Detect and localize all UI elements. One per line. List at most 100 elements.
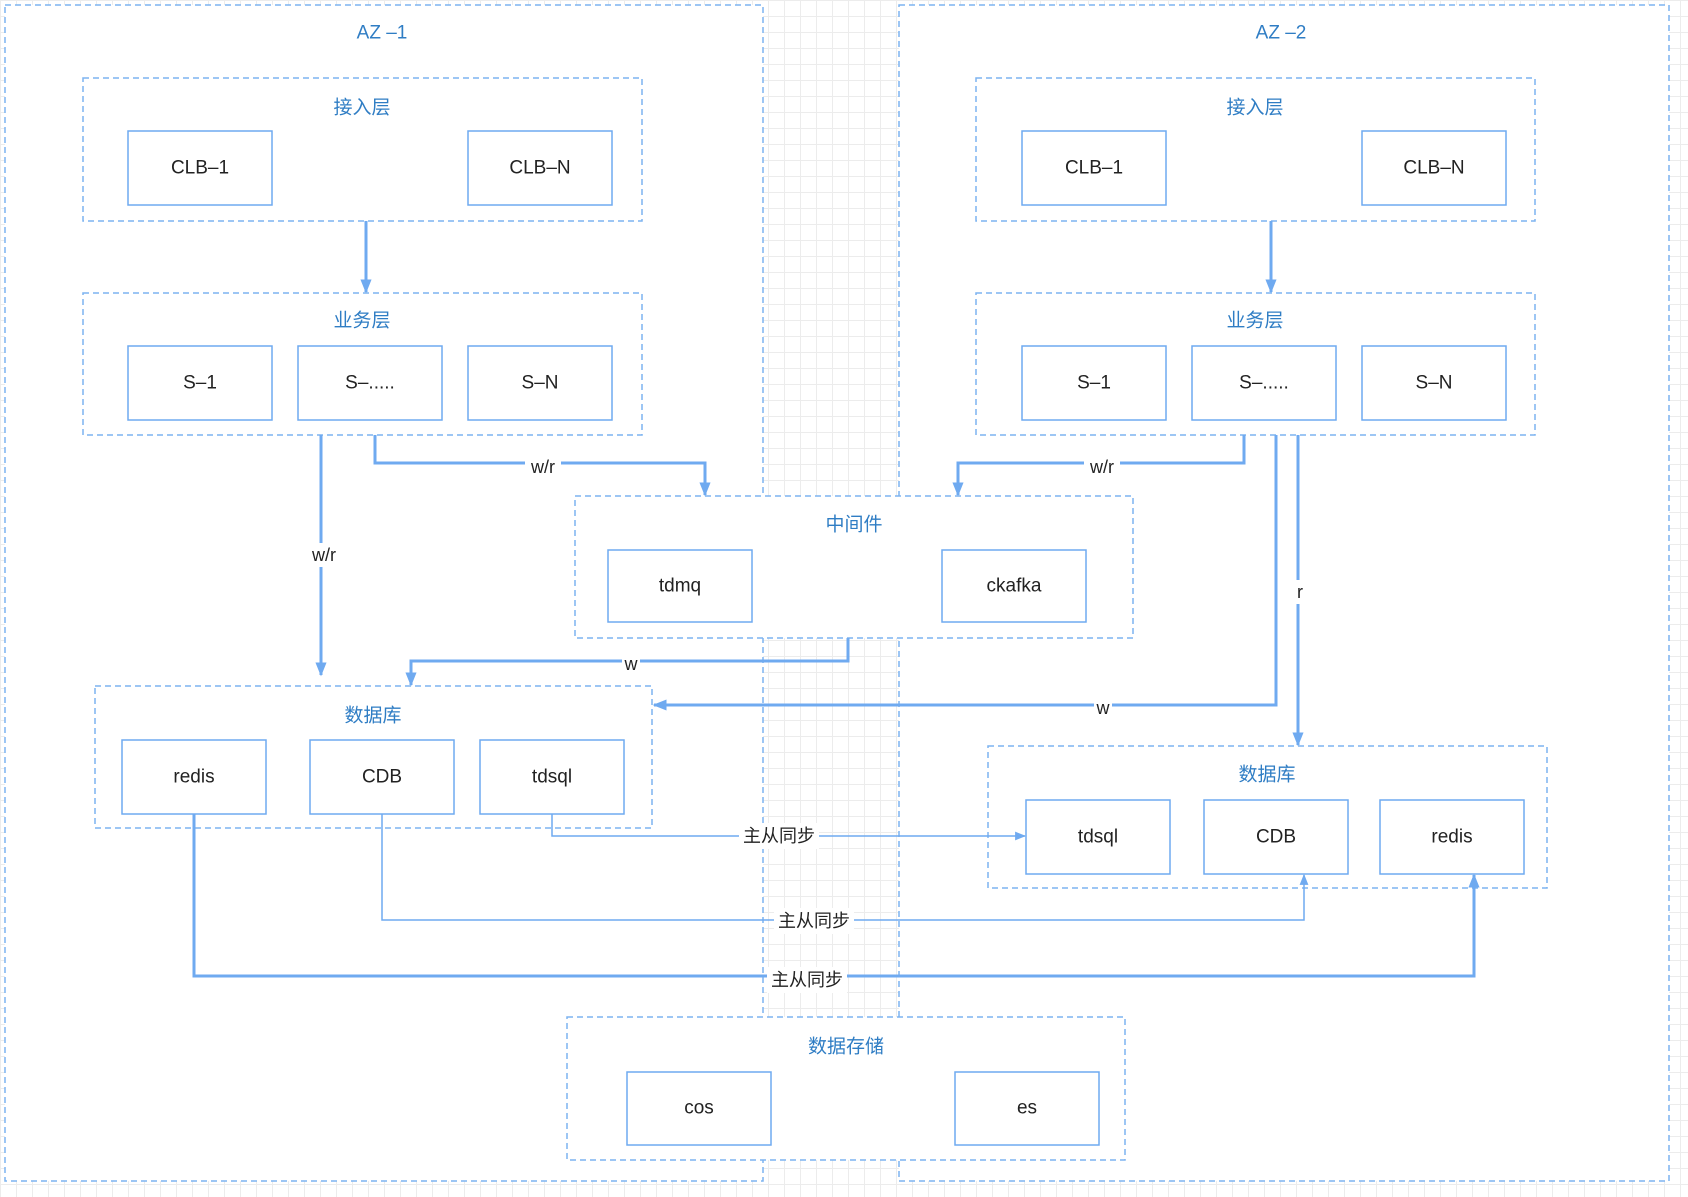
node-label: ckafka xyxy=(987,576,1042,597)
az2-node-clb-n: CLB–N xyxy=(1361,130,1507,206)
node-box xyxy=(127,345,273,421)
connector-labels: w/r w/r w w/r w r 主从同步 主从同步 主从同步 xyxy=(306,455,1308,993)
node-box xyxy=(1203,799,1349,875)
az1-business-layer: 业务层 S–1 S–..... S–N xyxy=(82,292,643,436)
edge-label-background xyxy=(739,823,819,849)
edge-label-background xyxy=(622,652,640,676)
storage-layer-title: 数据存储 xyxy=(808,1036,884,1058)
az1-node-clb-1: CLB–1 xyxy=(127,130,273,206)
node-box xyxy=(1191,345,1337,421)
node-box xyxy=(607,549,753,623)
edge-label-background xyxy=(774,908,854,934)
az2-business-layer: 业务层 S–1 S–..... S–N xyxy=(975,292,1536,436)
az2-node-s-n: S–N xyxy=(1361,345,1507,421)
node-ckafka: ckafka xyxy=(941,549,1087,623)
edge-label-background xyxy=(1292,580,1308,604)
az2-database-layer: 数据库 tdsql CDB redis xyxy=(987,745,1548,889)
az2-business-to-az1-database-arrow xyxy=(652,435,1278,711)
az2-zone-title: AZ –2 xyxy=(1256,23,1307,44)
node-box xyxy=(1021,345,1167,421)
az1-node-clb-n: CLB–N xyxy=(467,130,613,206)
middleware-layer: 中间件 tdmq ckafka xyxy=(574,495,1134,639)
az2-node-s-1: S–1 xyxy=(1021,345,1167,421)
az1-node-s-etc: S–..... xyxy=(297,345,443,421)
tdsql-sync-label: 主从同步 xyxy=(743,826,815,846)
connectors xyxy=(192,221,1480,978)
node-box xyxy=(954,1071,1100,1146)
node-box xyxy=(1021,130,1167,206)
az1-database-layer-title: 数据库 xyxy=(344,705,401,727)
node-box xyxy=(626,1071,772,1146)
node-label: S–1 xyxy=(183,373,217,394)
node-es: es xyxy=(954,1071,1100,1146)
node-box xyxy=(309,739,455,815)
node-label: tdsql xyxy=(1078,827,1118,848)
node-label: CLB–1 xyxy=(171,158,229,179)
node-label: S–N xyxy=(522,373,559,394)
az1-node-cdb: CDB xyxy=(309,739,455,815)
az1-node-redis: redis xyxy=(121,739,267,815)
node-label: CLB–N xyxy=(509,158,570,179)
node-box xyxy=(1361,345,1507,421)
az2-node-clb-1: CLB–1 xyxy=(1021,130,1167,206)
edge-label-background xyxy=(1084,455,1120,479)
az2-node-cdb: CDB xyxy=(1203,799,1349,875)
middleware-to-az1-database-label: w xyxy=(624,654,639,674)
edge-label-background xyxy=(767,967,847,993)
node-label: S–..... xyxy=(345,373,395,394)
az2-business-to-az2-database-label: r xyxy=(1297,582,1303,602)
az2-business-to-middleware-label: w/r xyxy=(1089,457,1114,477)
node-label: cos xyxy=(684,1098,714,1119)
node-label: CLB–1 xyxy=(1065,158,1123,179)
node-box xyxy=(121,739,267,815)
node-box xyxy=(127,130,273,206)
node-box xyxy=(1379,799,1525,875)
node-label: CDB xyxy=(1256,827,1296,848)
edge-label-background xyxy=(525,455,561,479)
storage-layer: 数据存储 cos es xyxy=(566,1016,1126,1161)
node-box xyxy=(467,345,613,421)
edge-label-background xyxy=(306,543,342,567)
az2-access-layer: 接入层 CLB–1 CLB–N xyxy=(975,77,1536,222)
edge-label-background xyxy=(1094,696,1112,720)
tdsql-sync-arrow xyxy=(551,814,1027,841)
cdb-sync-label: 主从同步 xyxy=(778,911,850,931)
az1-node-tdsql: tdsql xyxy=(479,739,625,815)
middleware-layer-title: 中间件 xyxy=(825,514,882,536)
az1-business-to-database-label: w/r xyxy=(311,545,336,565)
az1-node-s-n: S–N xyxy=(467,345,613,421)
node-label: es xyxy=(1017,1098,1037,1119)
node-label: redis xyxy=(173,767,214,788)
az2-database-layer-title: 数据库 xyxy=(1238,764,1295,786)
az1-access-layer: 接入层 CLB–1 CLB–N xyxy=(82,77,643,222)
node-label: tdmq xyxy=(659,576,701,597)
az1-database-layer: 数据库 redis CDB tdsql xyxy=(94,685,653,829)
az1-business-to-middleware-label: w/r xyxy=(530,457,555,477)
node-label: S–N xyxy=(1416,373,1453,394)
node-cos: cos xyxy=(626,1071,772,1146)
node-label: redis xyxy=(1431,827,1472,848)
az1-access-layer-title: 接入层 xyxy=(333,97,390,119)
az2-business-layer-title: 业务层 xyxy=(1226,310,1283,332)
node-box xyxy=(1361,130,1507,206)
node-box xyxy=(941,549,1087,623)
node-box xyxy=(1025,799,1171,875)
az2-node-s-etc: S–..... xyxy=(1191,345,1337,421)
node-label: CLB–N xyxy=(1403,158,1464,179)
node-label: S–1 xyxy=(1077,373,1111,394)
node-tdmq: tdmq xyxy=(607,549,753,623)
node-label: CDB xyxy=(362,767,402,788)
node-label: tdsql xyxy=(532,767,572,788)
az1-business-layer-title: 业务层 xyxy=(333,310,390,332)
node-box xyxy=(479,739,625,815)
node-label: S–..... xyxy=(1239,373,1289,394)
az2-node-tdsql: tdsql xyxy=(1025,799,1171,875)
az2-node-redis: redis xyxy=(1379,799,1525,875)
az2-access-layer-title: 接入层 xyxy=(1226,97,1283,119)
node-box xyxy=(297,345,443,421)
node-box xyxy=(467,130,613,206)
redis-sync-label: 主从同步 xyxy=(771,970,843,990)
az1-node-s-1: S–1 xyxy=(127,345,273,421)
az1-zone-title: AZ –1 xyxy=(357,23,408,44)
